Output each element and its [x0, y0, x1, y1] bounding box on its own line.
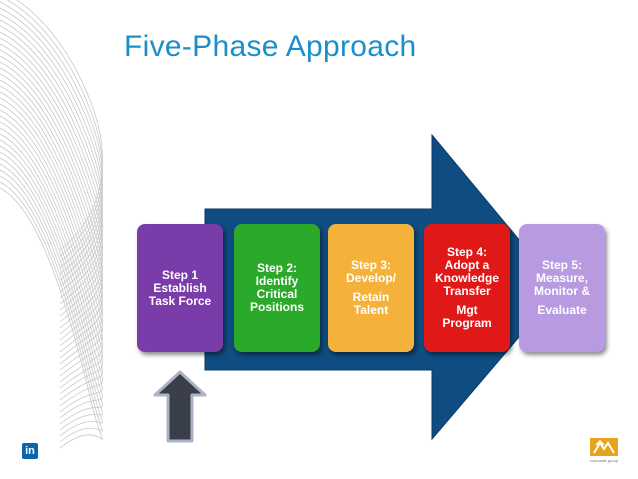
wave-line: [0, 37, 103, 299]
step-card-5: Step 5: Measure, Monitor & Evaluate: [519, 224, 605, 352]
step-3-heading: Step 3: Develop/: [345, 258, 396, 285]
wave-line: [0, 109, 103, 371]
up-arrow-icon: [153, 370, 207, 443]
page-title: Five-Phase Approach: [124, 30, 417, 63]
wave-line: [16, 0, 103, 251]
wave-line: [0, 7, 103, 269]
wave-line: [0, 133, 103, 395]
company-logo-text: corporate group: [589, 458, 619, 463]
linkedin-icon[interactable]: in: [22, 443, 38, 459]
step-5-subtext: Evaluate: [537, 303, 587, 317]
wave-line: [0, 19, 103, 281]
wave-line: [0, 49, 103, 311]
step-3-subtext: Retain Talent: [352, 290, 390, 317]
company-logo-icon: corporate group: [586, 436, 622, 472]
step-5-heading: Step 5: Measure, Monitor &: [534, 258, 590, 298]
step-4-subtext: Mgt Program: [442, 303, 492, 330]
wave-line: [0, 163, 103, 425]
wave-line: [0, 169, 103, 431]
wave-line: [0, 139, 103, 401]
step-card-2: Step 2: Identify Critical Positions: [234, 224, 320, 352]
wave-line: [0, 181, 103, 443]
wave-line: [0, 61, 103, 323]
step-2-heading: Step 2: Identify Critical Positions: [249, 261, 304, 314]
step-4-heading: Step 4: Adopt a Knowledge Transfer: [434, 245, 499, 298]
wave-line: [0, 43, 103, 305]
wave-line: [0, 31, 103, 293]
wave-line: [0, 175, 103, 437]
wave-line: [0, 79, 103, 341]
wave-line: [0, 145, 103, 407]
wave-line: [0, 115, 103, 377]
step-card-3: Step 3: Develop/ Retain Talent: [328, 224, 414, 352]
step-card-4: Step 4: Adopt a Knowledge Transfer Mgt P…: [424, 224, 510, 352]
step-card-1: Step 1 Establish Task Force: [137, 224, 223, 352]
step-1-heading: Step 1 Establish Task Force: [148, 267, 212, 308]
wave-line: [6, 0, 103, 257]
wave-line: [0, 73, 103, 335]
wave-line: [0, 103, 103, 365]
wave-line: [0, 157, 103, 419]
wave-line: [0, 187, 103, 449]
wave-line: [0, 25, 103, 287]
wave-line: [0, 85, 103, 347]
